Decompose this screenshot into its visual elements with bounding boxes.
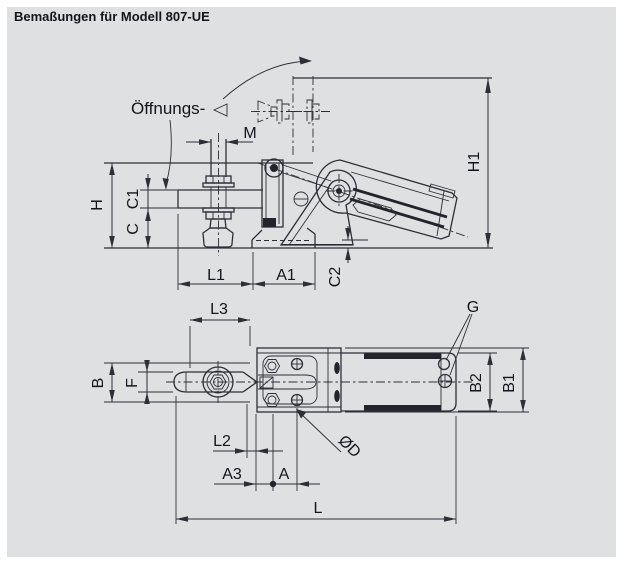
dim-origin-dot [269,480,277,488]
page-title: Bemaßungen für Modell 807-UE [14,9,210,24]
dim-label-g: G [467,299,479,316]
dim-label-b: B [90,378,107,389]
clamp-spindle [202,133,235,256]
dim-label-h: H [89,199,106,211]
angle-triangle-icon [212,103,228,117]
dim-label-a3: A3 [222,466,242,483]
dim-label-f: F [124,378,141,388]
dim-label-c2: C2 [327,267,344,288]
base-plate-top-view [256,347,342,413]
side-view-drawing: H C1 C M Öffnungs- [89,56,493,290]
clamp-handle [315,159,458,240]
arm-top-view [173,366,258,398]
dim-label-m: M [243,125,256,142]
opening-angle-label: Öffnungs- [131,99,205,118]
dim-label-l2: L2 [213,433,231,450]
dim-label-l: L [314,500,323,517]
panel-background [7,7,616,557]
dim-label-a1: A1 [276,267,296,284]
grip-badge [352,198,397,222]
dim-label-c1: C1 [125,189,142,210]
dim-label-l1: L1 [207,267,225,284]
dim-label-c: C [125,223,142,235]
clamp-base [251,158,316,248]
dim-label-a: A [279,466,290,483]
opening-arc [222,60,309,100]
grip-hole-g [437,357,451,371]
plan-view-drawing: L3 B F G B2 B1 ØD [90,299,529,524]
dim-label-h1: H1 [466,152,483,173]
handle-top-view [341,352,457,412]
spindle-foot [202,227,234,248]
dim-label-b2: B2 [468,373,485,393]
dim-label-b1: B1 [501,373,518,393]
dim-label-l3: L3 [210,301,228,318]
phantom-open-arm [251,76,331,157]
